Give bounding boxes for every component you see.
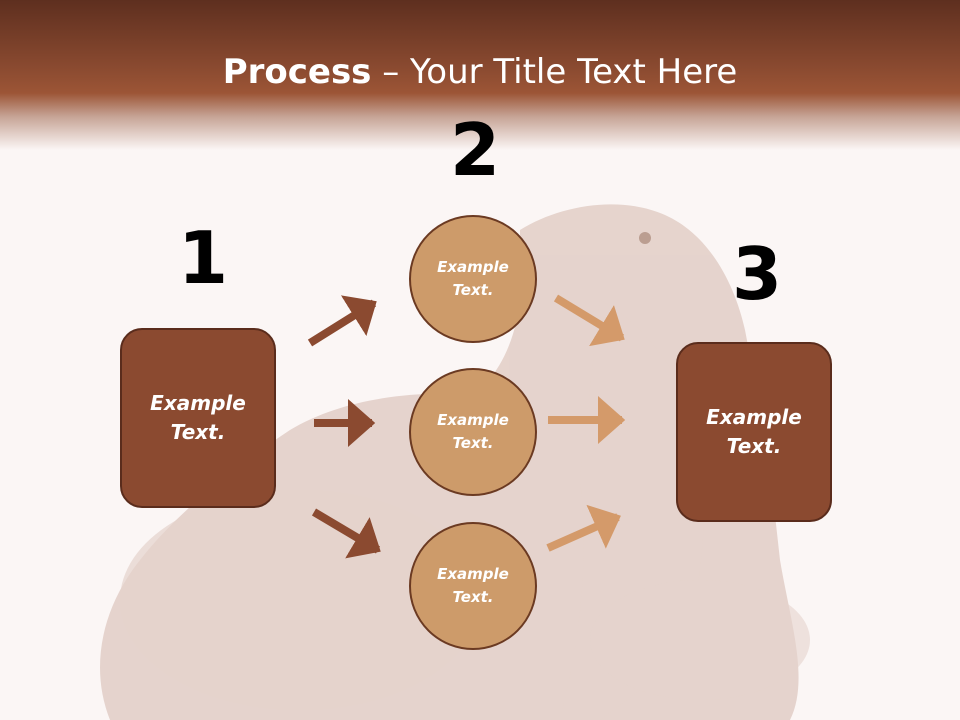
circle-bottom-line1: Example [437,565,509,583]
title-bar [0,0,960,150]
circle-bottom-line2: Text. [452,588,494,606]
circle-top-line1: Example [437,258,509,276]
title-bold: Process [222,52,372,92]
right-box-line1: Example [706,405,802,429]
arrow-from-top-circle [553,294,625,347]
slide-title: Process – Your Title Text Here [0,52,960,92]
circle-middle-line1: Example [437,411,509,429]
left-box-line2: Text. [170,420,226,444]
step-number-3: 3 [732,232,783,316]
circle-middle-line2: Text. [452,434,494,452]
circle-top-line2: Text. [452,281,494,299]
step-number-1: 1 [178,216,229,300]
right-box-line2: Text. [726,434,782,458]
title-rest: – Your Title Text Here [371,52,738,92]
arrow-to-bottom-circle [311,508,381,559]
arrow-from-bottom-circle [546,504,621,552]
step-number-2: 2 [450,108,501,192]
left-box-line1: Example [150,391,246,415]
arrow-to-top-circle [307,295,377,347]
